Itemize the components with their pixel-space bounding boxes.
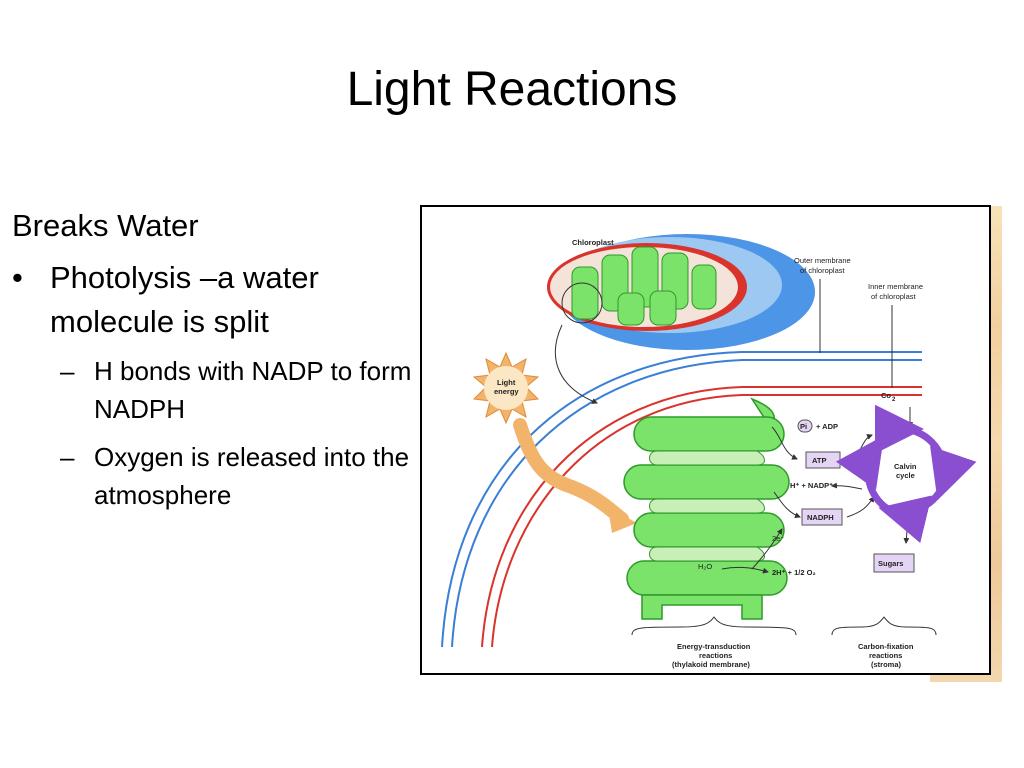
carbon-caption-3: (stroma) xyxy=(871,660,902,669)
co2-subscript: 2 xyxy=(892,397,896,403)
dash: – xyxy=(60,442,75,472)
sub-bullet-item: – Oxygen is released into the atmosphere xyxy=(12,438,417,514)
sub-bullet-text: H bonds with NADP to form NADPH xyxy=(94,356,412,424)
energy-caption-3: (thylakoid membrane) xyxy=(672,660,750,669)
light-energy-label: Light xyxy=(497,378,516,387)
nadph-label: NADPH xyxy=(807,513,834,522)
sub-bullet-item: – H bonds with NADP to form NADPH xyxy=(12,352,417,428)
inner-membrane-label: Inner membrane xyxy=(868,282,923,291)
outer-membrane-label-2: of chloroplast xyxy=(800,266,846,275)
dash: – xyxy=(60,356,75,386)
atp-label: ATP xyxy=(812,456,826,465)
light-path xyxy=(513,418,629,526)
carbon-brace xyxy=(831,616,937,636)
bullet-item: • Photolysis –a water molecule is split xyxy=(12,256,417,344)
chloroplast-illustration: Chloroplast xyxy=(547,234,815,350)
outer-membrane-label: Outer membrane xyxy=(794,256,851,265)
sugars-label: Sugars xyxy=(878,559,903,568)
membrane-curves xyxy=(441,351,922,648)
calvin-label: Calvin xyxy=(894,462,917,471)
thylakoid-lumen xyxy=(649,450,765,562)
nadph-box xyxy=(801,508,843,526)
pi-box xyxy=(797,419,813,433)
bullet-text: Photolysis –a water molecule is split xyxy=(50,260,319,339)
co2-label: Co xyxy=(881,391,891,400)
products-label: 2H⁺ + 1/2 O₂ xyxy=(772,568,816,577)
grana-stacks xyxy=(571,246,717,326)
reaction-arrows xyxy=(721,407,913,574)
carbon-caption-2: reactions xyxy=(869,651,902,660)
body-text: Breaks Water • Photolysis –a water molec… xyxy=(12,204,417,524)
highlight-circle xyxy=(561,282,603,324)
zoom-arrow xyxy=(554,324,598,404)
chloroplast-diagram: Chloroplast Outer membrane of chloroplas… xyxy=(420,205,991,675)
energy-brace xyxy=(631,616,797,636)
inner-membrane-label-2: of chloroplast xyxy=(871,292,917,301)
diagram-svg: Chloroplast Outer membrane of chloroplas… xyxy=(441,234,977,669)
energy-caption-2: reactions xyxy=(699,651,732,660)
light-energy-icon: Light energy xyxy=(472,351,540,425)
adp-label: + ADP xyxy=(816,422,838,431)
calvin-label-2: cycle xyxy=(896,471,915,480)
chloroplast-label: Chloroplast xyxy=(572,238,614,247)
h-nadp-label: H⁺ + NADP⁺ xyxy=(790,481,833,490)
calvin-cycle-ring xyxy=(835,404,977,544)
slide-title: Light Reactions xyxy=(346,63,678,116)
thylakoid-stack xyxy=(623,397,790,620)
energy-caption: Energy-transduction xyxy=(677,642,751,651)
light-path-head xyxy=(608,507,637,533)
sugars-box xyxy=(873,553,915,573)
electrons-label: 2e⁻ xyxy=(772,534,784,543)
bullet-dot: • xyxy=(12,260,23,295)
water-label: H₂O xyxy=(698,562,712,571)
pi-label: Pi xyxy=(800,422,807,431)
sub-bullet-text: Oxygen is released into the atmosphere xyxy=(94,442,410,510)
light-energy-label-2: energy xyxy=(494,387,519,396)
heading: Breaks Water xyxy=(12,208,199,243)
carbon-caption: Carbon-fixation xyxy=(858,642,914,651)
